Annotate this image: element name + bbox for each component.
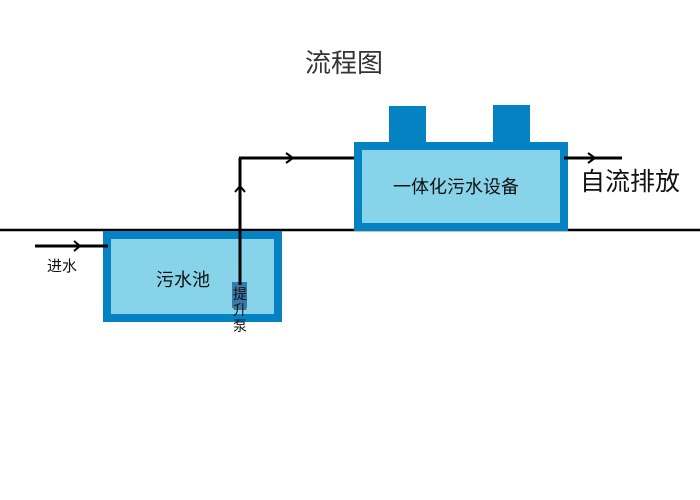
riser-up-arrow-icon bbox=[234, 184, 246, 193]
equipment-chimney-left bbox=[389, 106, 426, 146]
outlet-arrow-icon bbox=[587, 152, 597, 164]
diagram-title: 流程图 bbox=[305, 49, 383, 79]
equipment-label: 一体化污水设备 bbox=[393, 177, 519, 198]
sewage-tank-label: 污水池 bbox=[156, 270, 210, 291]
riser-pipe bbox=[234, 152, 357, 285]
lift-pump-body bbox=[232, 282, 247, 308]
lift-pump-label-1: 提 bbox=[233, 287, 247, 303]
inlet-label: 进水 bbox=[47, 257, 77, 275]
inlet-pipe: 进水 bbox=[35, 240, 108, 275]
inlet-arrow-icon bbox=[73, 240, 82, 252]
sewage-tank: 污水池 bbox=[103, 231, 282, 322]
outlet-label: 自流排放 bbox=[580, 167, 680, 196]
integrated-sewage-equipment: 一体化污水设备 bbox=[354, 105, 568, 231]
lift-pump-label-2: 升 bbox=[233, 303, 247, 319]
riser-right-arrow-icon bbox=[285, 152, 295, 164]
lift-pump: 提 升 泵 bbox=[232, 282, 247, 335]
equipment-chimney-right bbox=[493, 105, 530, 146]
equipment-body bbox=[354, 142, 568, 231]
outlet-pipe: 自流排放 bbox=[564, 152, 680, 196]
sewage-tank-body bbox=[103, 231, 282, 322]
lift-pump-label-3: 泵 bbox=[233, 319, 247, 335]
